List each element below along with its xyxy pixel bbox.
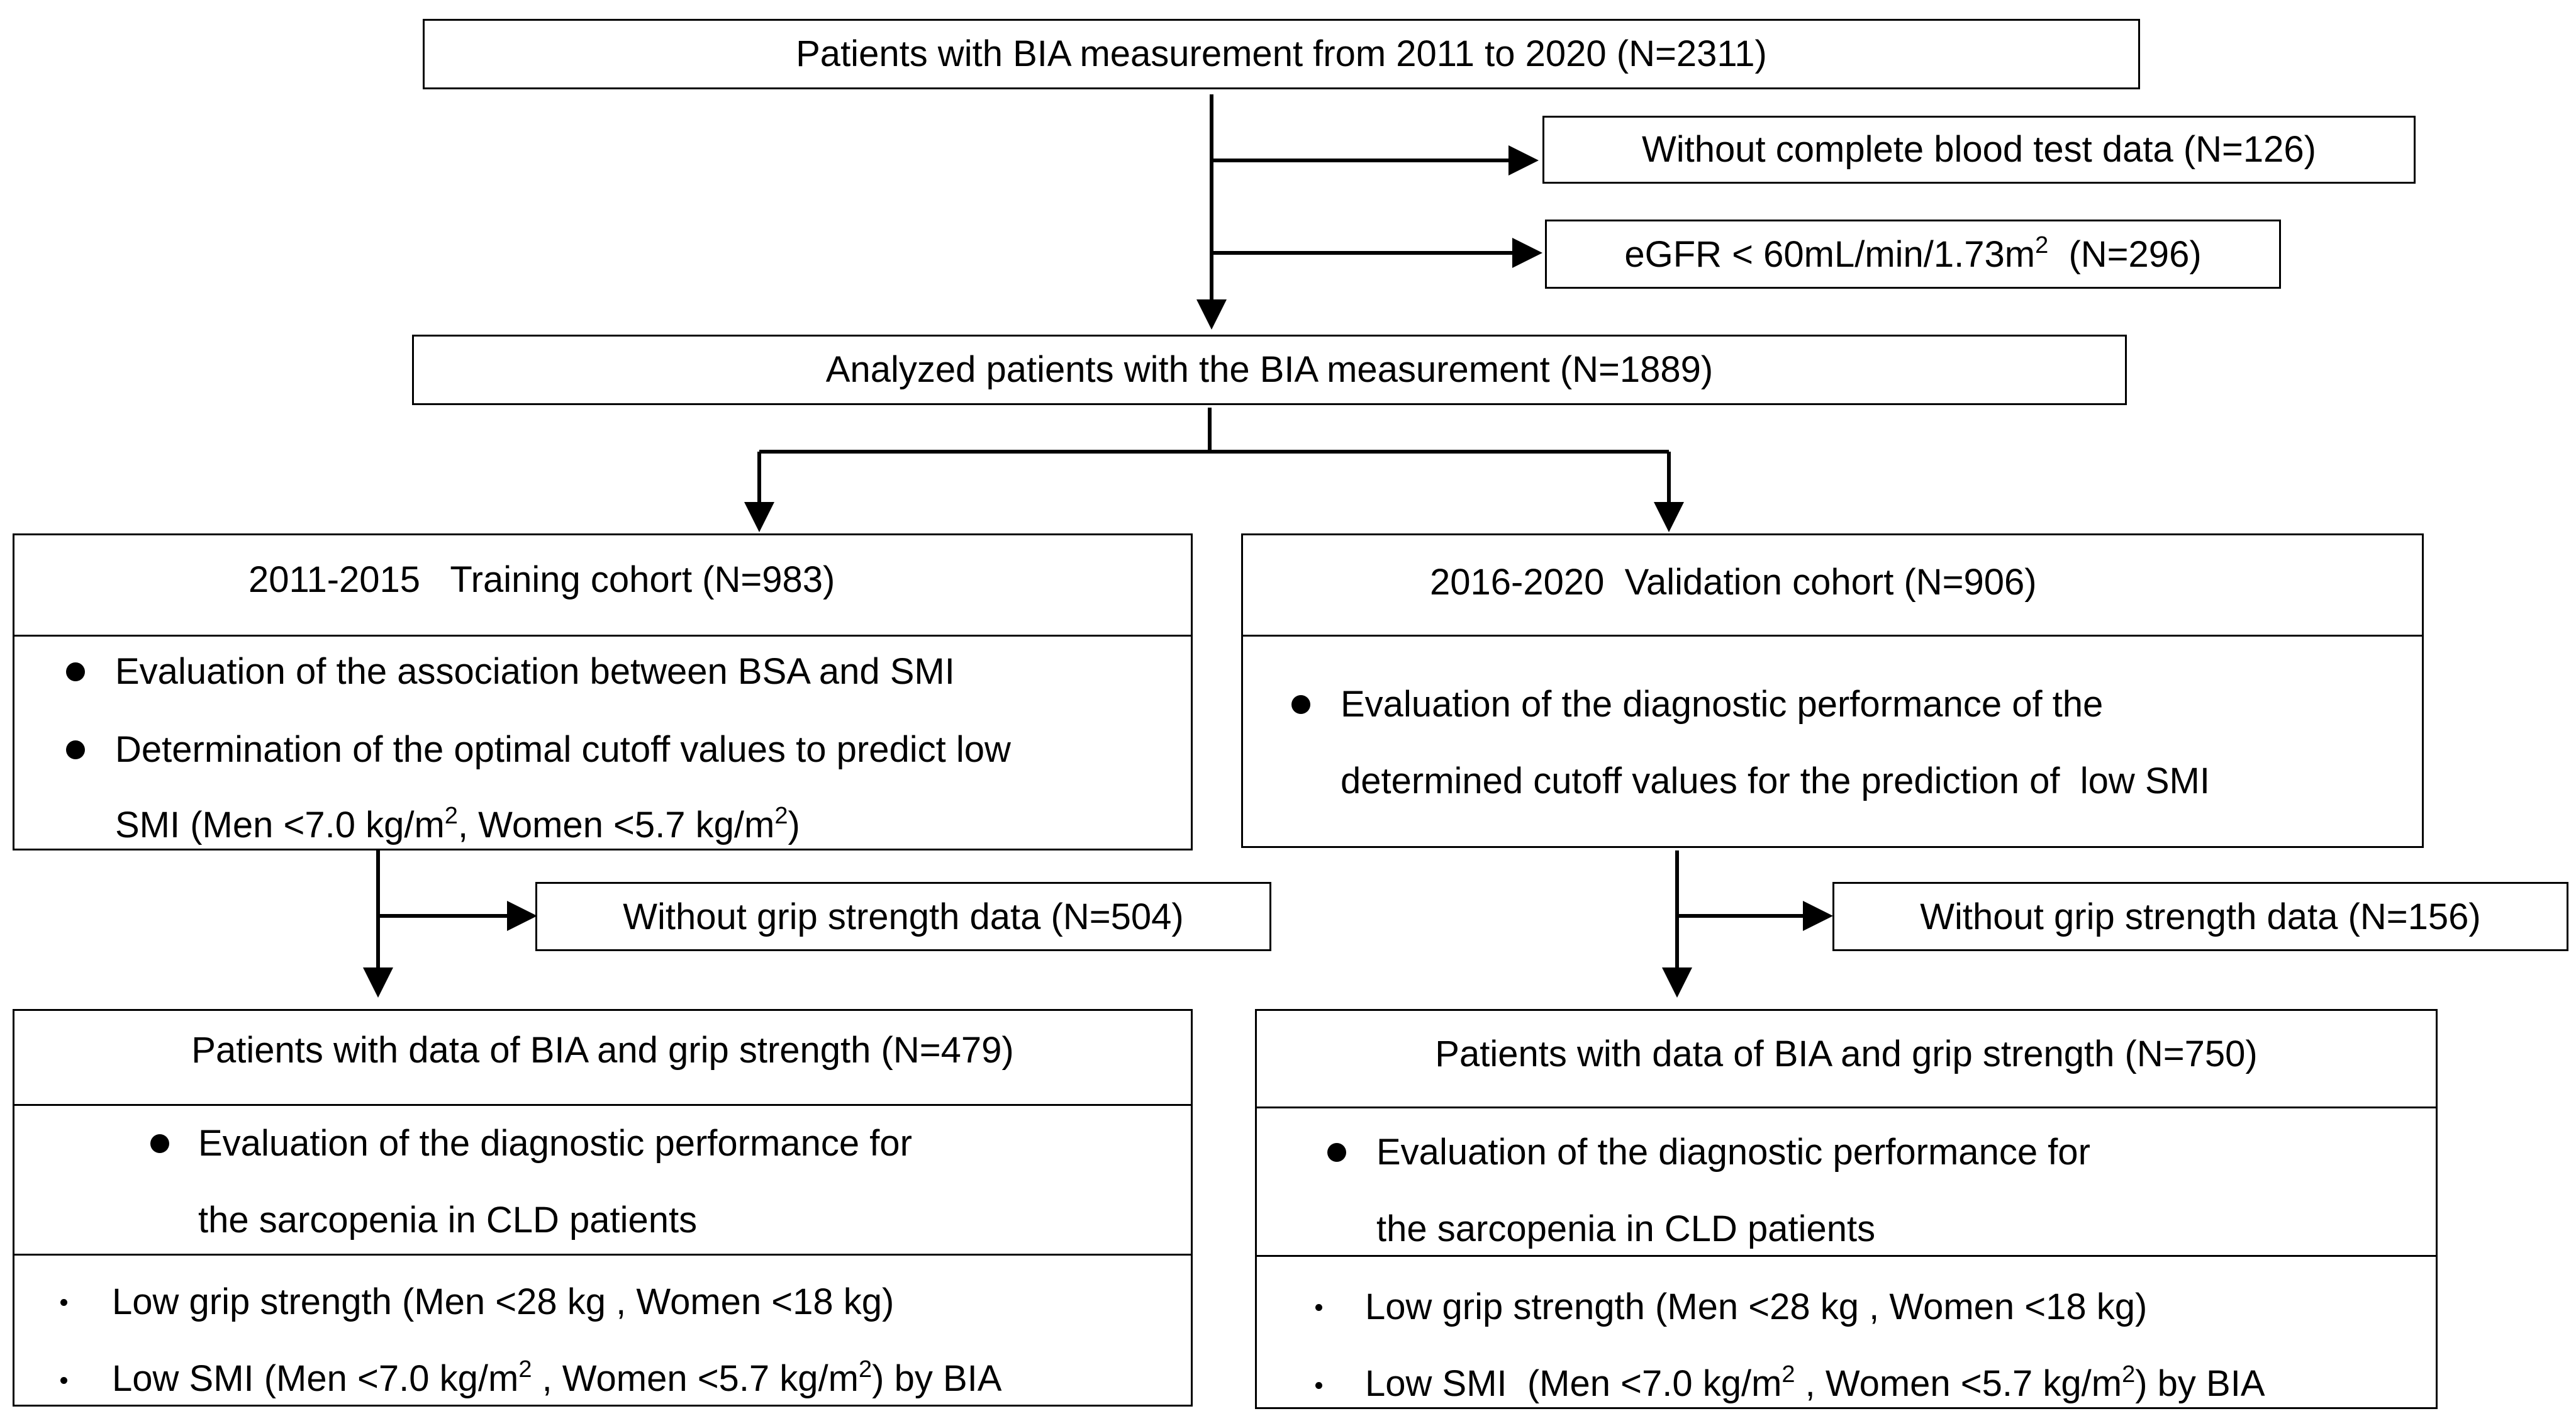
- training-bullet-1-text: Evaluation of the association between BS…: [115, 651, 955, 692]
- training-bullet-2-line-1: Determination of the optimal cutoff valu…: [115, 729, 1011, 770]
- validation-smi-close: ) by BIA: [2135, 1363, 2265, 1404]
- training-criteria-bullet-2: [60, 1377, 67, 1384]
- validation-criteria-bullet-1: [1315, 1304, 1322, 1311]
- training-cutoff-sup-2: 2: [774, 802, 788, 829]
- training-criteria-2: Low SMI (Men <7.0 kg/m2 , Women <5.7 kg/…: [112, 1356, 1002, 1400]
- training-smi-sup-2: 2: [859, 1356, 873, 1383]
- training-grip-bullet: [150, 1134, 169, 1153]
- validation-grip-title: Patients with data of BIA and grip stren…: [1435, 1034, 2258, 1074]
- box-all-patients: Patients with BIA measurement from 2011 …: [423, 19, 2140, 89]
- training-smi-men: Low SMI (Men <7.0 kg/m: [112, 1358, 519, 1399]
- box-training-exclusion-grip: Without grip strength data (N=504): [535, 882, 1271, 951]
- exclusion-egfr-label: eGFR < 60mL/min/1.73m2 (N=296): [1547, 231, 2279, 276]
- training-exclusion-grip-label: Without grip strength data (N=504): [623, 896, 1184, 937]
- training-grip-title: Patients with data of BIA and grip stren…: [191, 1030, 1014, 1071]
- egfr-superscript: 2: [2035, 231, 2049, 259]
- training-grip-separator-2: [14, 1254, 1191, 1256]
- validation-bullet-line-2: determined cutoff values for the predict…: [1341, 761, 2210, 801]
- box-validation-cohort: 2016-2020 Validation cohort (N=906) Eval…: [1241, 533, 2424, 848]
- box-training-cohort: 2011-2015 Training cohort (N=983) Evalua…: [13, 533, 1193, 850]
- training-cutoff-women: , Women <5.7 kg/m: [457, 805, 775, 845]
- training-criteria-bullet-1: [60, 1299, 67, 1306]
- validation-bullet: [1291, 695, 1310, 714]
- validation-cohort-title: 2016-2020 Validation cohort (N=906): [1430, 562, 2037, 603]
- training-cohort-title: 2011-2015 Training cohort (N=983): [248, 559, 835, 600]
- validation-bullet-line-1: Evaluation of the diagnostic performance…: [1341, 684, 2104, 725]
- box-validation-grip-strength: Patients with data of BIA and grip stren…: [1255, 1009, 2438, 1409]
- training-criteria-1: Low grip strength (Men <28 kg , Women <1…: [112, 1281, 895, 1322]
- training-smi-close: ) by BIA: [872, 1358, 1002, 1399]
- training-grip-bullet-line-2: the sarcopenia in CLD patients: [198, 1200, 698, 1240]
- box-analyzed-patients: Analyzed patients with the BIA measureme…: [412, 335, 2127, 405]
- validation-grip-bullet-line-1: Evaluation of the diagnostic performance…: [1376, 1132, 2090, 1173]
- validation-criteria-1: Low grip strength (Men <28 kg , Women <1…: [1365, 1286, 2148, 1327]
- exclusion-blood-test-label: Without complete blood test data (N=126): [1642, 129, 2316, 170]
- validation-grip-separator-1: [1257, 1107, 2436, 1108]
- training-grip-bullet-line-1: Evaluation of the diagnostic performance…: [198, 1123, 912, 1164]
- training-smi-sup-1: 2: [518, 1356, 532, 1383]
- training-bullet-1: [66, 662, 85, 681]
- training-cutoff-close: ): [788, 805, 800, 845]
- validation-smi-sup-1: 2: [1781, 1361, 1795, 1388]
- box-exclusion-blood-test: Without complete blood test data (N=126): [1542, 116, 2416, 184]
- validation-smi-men: Low SMI (Men <7.0 kg/m: [1365, 1363, 1782, 1404]
- training-cutoff-sup-1: 2: [444, 802, 458, 829]
- validation-criteria-2: Low SMI (Men <7.0 kg/m2 , Women <5.7 kg/…: [1365, 1363, 2265, 1405]
- box-exclusion-egfr: eGFR < 60mL/min/1.73m2 (N=296): [1545, 220, 2281, 289]
- egfr-text: eGFR < 60mL/min/1.73m: [1624, 234, 2036, 275]
- training-separator: [14, 635, 1191, 637]
- validation-separator: [1243, 635, 2422, 637]
- validation-smi-women: , Women <5.7 kg/m: [1795, 1363, 2122, 1404]
- validation-grip-bullet: [1327, 1143, 1346, 1162]
- training-bullet-2: [66, 740, 85, 759]
- validation-smi-sup-2: 2: [2122, 1361, 2136, 1388]
- training-cutoff-men: SMI (Men <7.0 kg/m: [115, 805, 445, 845]
- validation-grip-bullet-line-2: the sarcopenia in CLD patients: [1376, 1208, 1876, 1249]
- training-bullet-2-line-2: SMI (Men <7.0 kg/m2, Women <5.7 kg/m2): [115, 802, 800, 846]
- box-validation-exclusion-grip: Without grip strength data (N=156): [1832, 882, 2568, 951]
- validation-criteria-bullet-2: [1315, 1382, 1322, 1389]
- validation-grip-separator-2: [1257, 1255, 2436, 1257]
- all-patients-label: Patients with BIA measurement from 2011 …: [796, 33, 1767, 74]
- training-smi-women: , Women <5.7 kg/m: [532, 1358, 859, 1399]
- box-training-grip-strength: Patients with data of BIA and grip stren…: [13, 1009, 1193, 1407]
- training-grip-separator-1: [14, 1104, 1191, 1106]
- validation-exclusion-grip-label: Without grip strength data (N=156): [1920, 896, 2481, 937]
- egfr-count: (N=296): [2048, 234, 2202, 275]
- analyzed-patients-label: Analyzed patients with the BIA measureme…: [825, 349, 1714, 390]
